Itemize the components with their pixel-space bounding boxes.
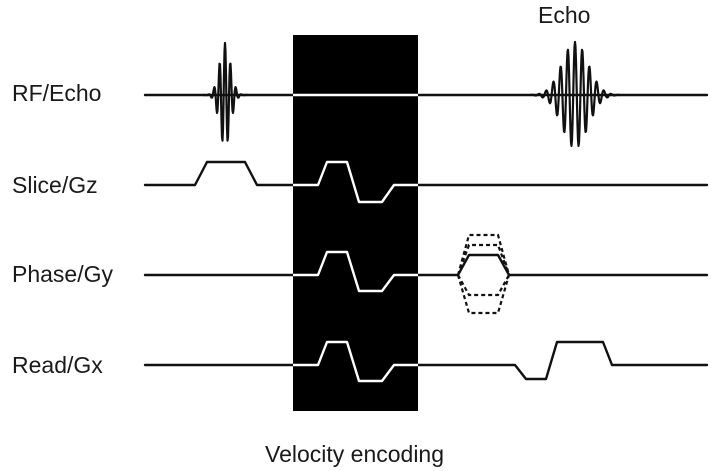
phase-gy-label: Phase/Gy xyxy=(12,261,113,287)
phase-encoding-table xyxy=(456,233,511,315)
velocity-encoding-caption: Velocity encoding xyxy=(265,441,444,467)
rf-echo-label: RF/Echo xyxy=(12,80,101,106)
velocity-encoding-block xyxy=(293,35,418,411)
read-gx-label: Read/Gx xyxy=(12,352,103,378)
slice-gz-baseline xyxy=(143,160,709,187)
echo-label: Echo xyxy=(538,2,590,28)
velocity-encoding-gradients xyxy=(293,93,418,383)
read-gx-baseline xyxy=(143,340,709,381)
rf-excitation-pulse xyxy=(201,41,249,142)
echo-signal xyxy=(528,40,622,147)
phase-gy-baseline xyxy=(143,253,709,277)
slice-gz-label: Slice/Gz xyxy=(12,172,98,198)
